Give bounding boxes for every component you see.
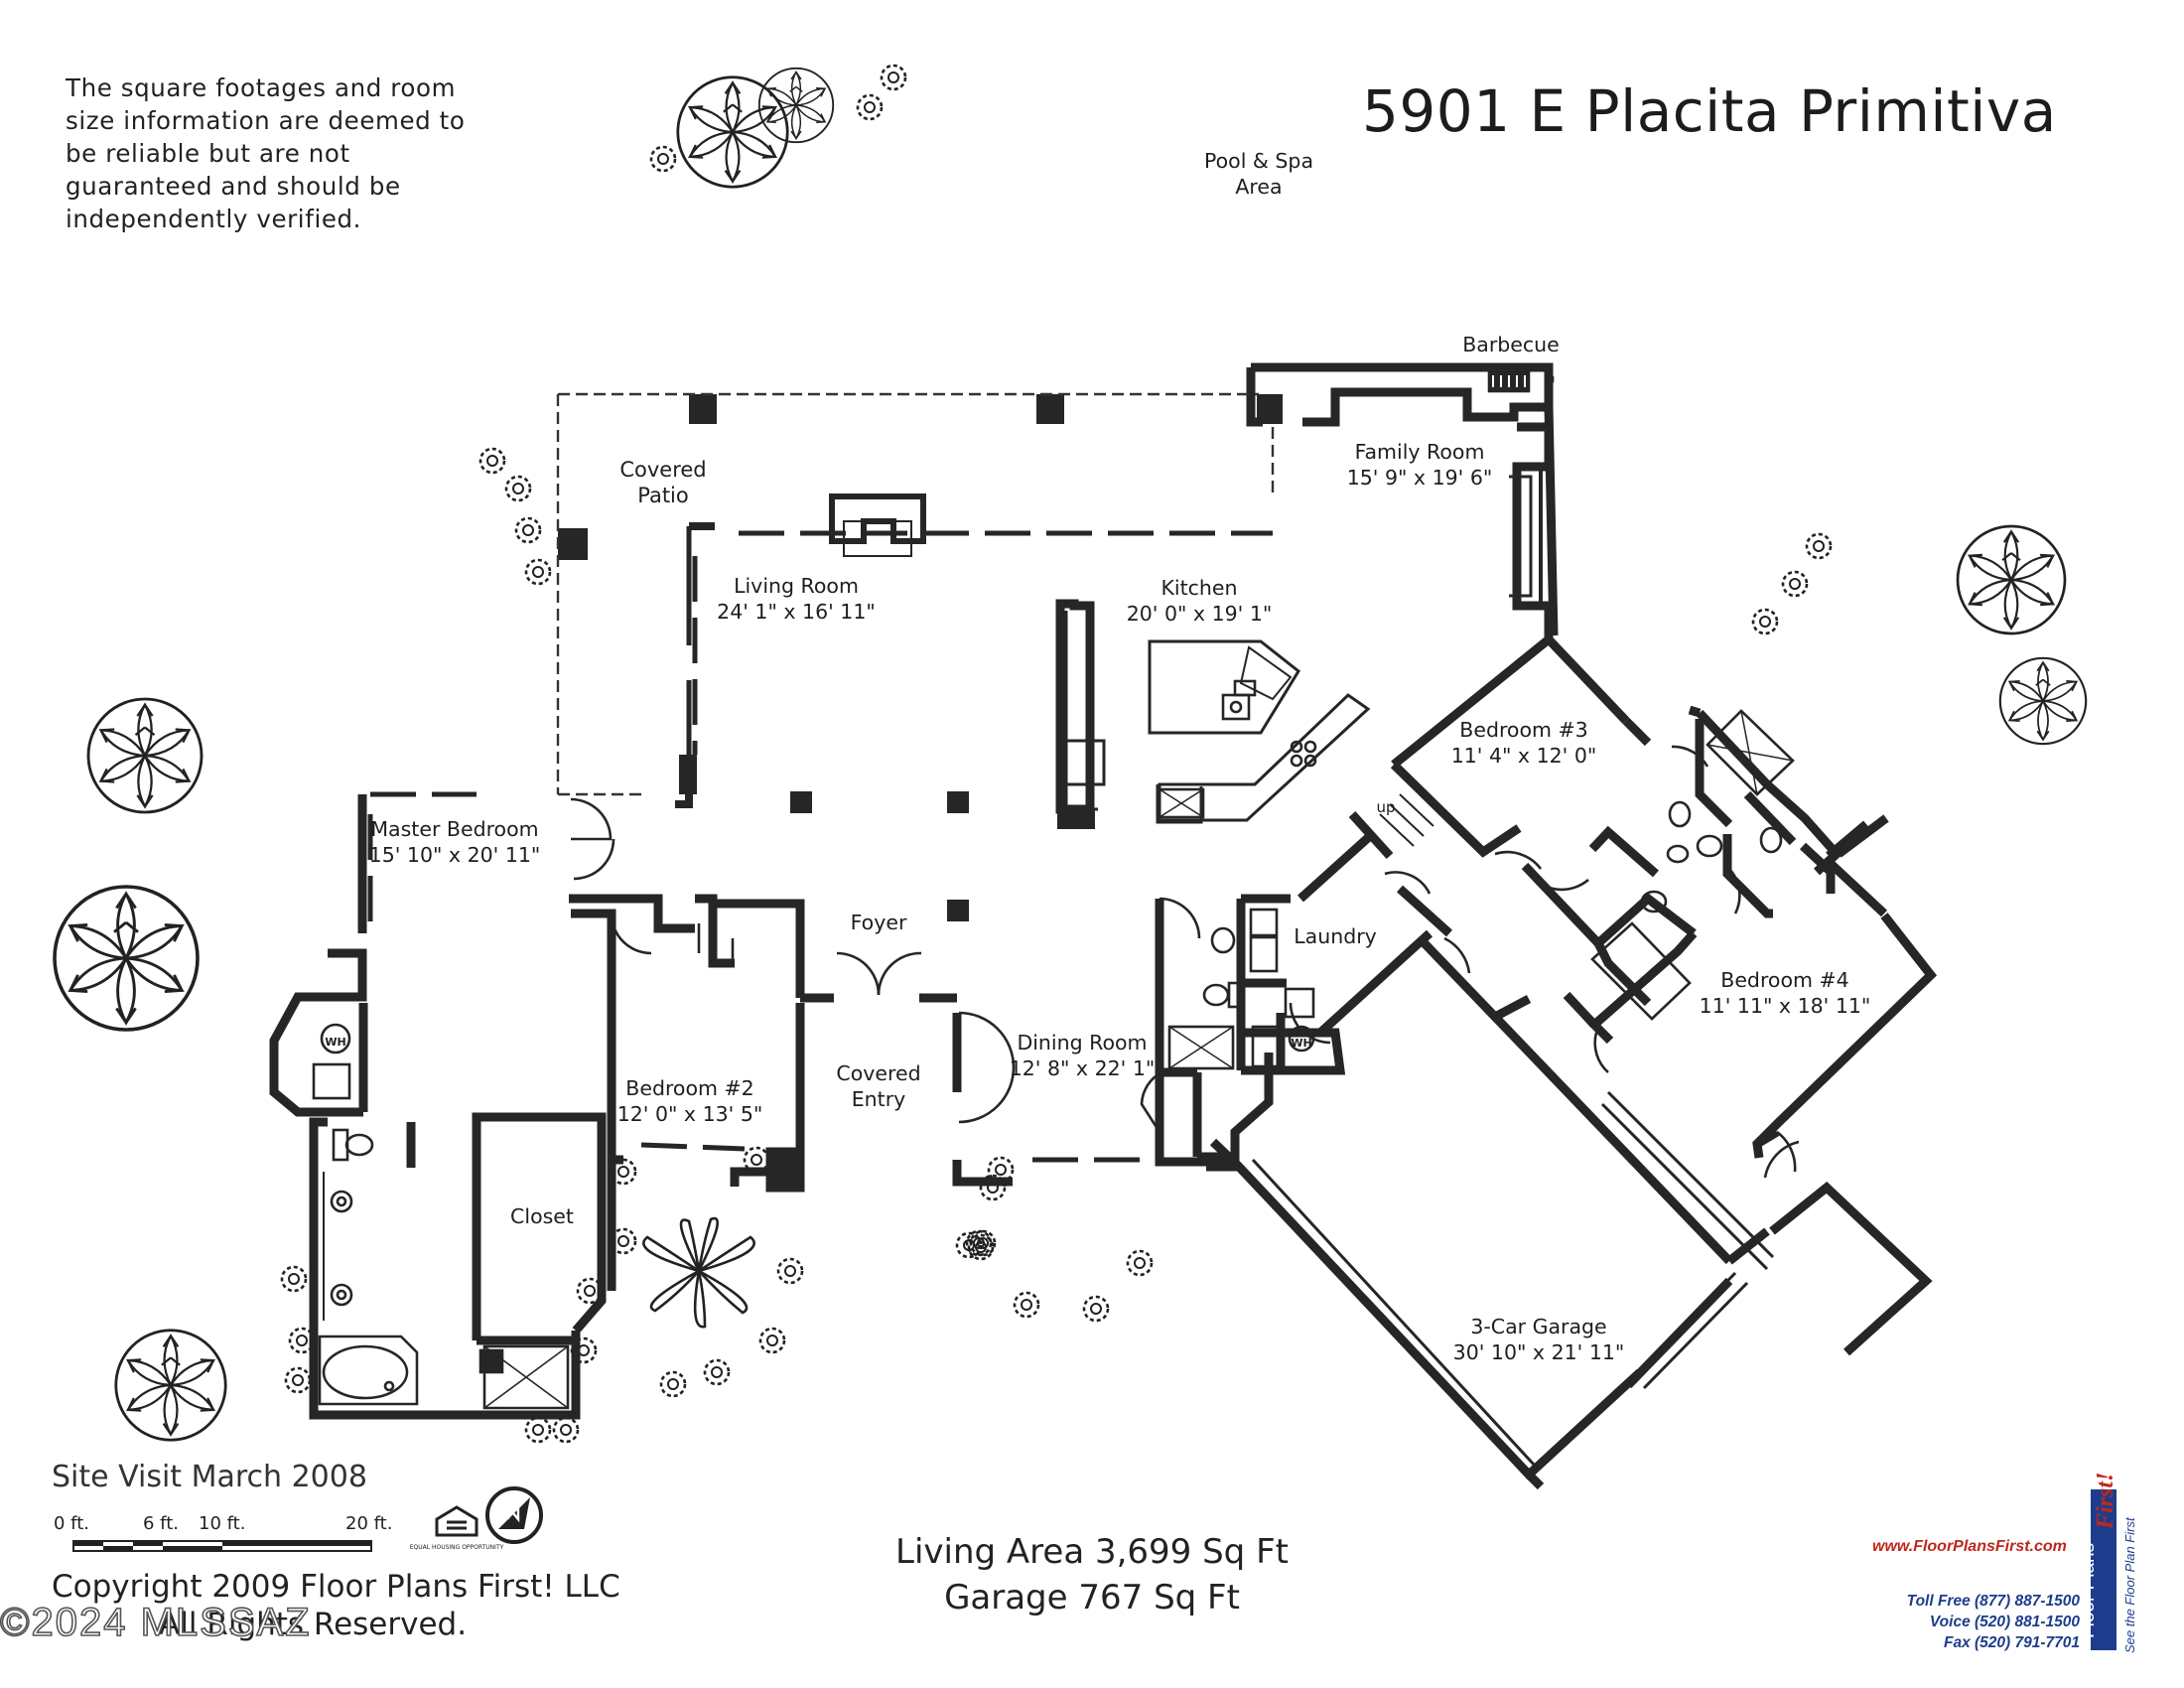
company-voice: Voice (520) 881-1500 bbox=[1929, 1614, 2080, 1630]
copyright-line-1: Copyright 2009 Floor Plans First! LLC bbox=[52, 1569, 620, 1605]
company-fax: Fax (520) 791-7701 bbox=[1943, 1634, 2080, 1651]
room-label-closet: Closet bbox=[510, 1204, 574, 1228]
scale-bar bbox=[72, 1540, 372, 1552]
interior-dash-walls bbox=[367, 530, 1273, 1163]
water-heater-label-2: WH bbox=[1291, 1037, 1312, 1050]
equal-housing-text: EQUAL HOUSING OPPORTUNITY bbox=[410, 1544, 504, 1551]
room-label-up: up bbox=[1376, 798, 1396, 816]
company-url[interactable]: www.FloorPlansFirst.com bbox=[1872, 1538, 2067, 1555]
fixtures bbox=[312, 369, 1795, 1410]
company-logo-name: Floor Plans bbox=[2078, 1542, 2099, 1638]
scale-label-6: 6 ft. bbox=[143, 1513, 179, 1534]
tree-icon bbox=[53, 67, 2088, 1442]
disclaimer-text: The square footages and room size inform… bbox=[66, 73, 466, 233]
company-tagline: See the Floor Plan First bbox=[2122, 1517, 2137, 1653]
room-label-barbecue: Barbecue bbox=[1462, 333, 1560, 356]
company-logo-first: First! bbox=[2093, 1472, 2118, 1529]
company-logo-box bbox=[2091, 1489, 2116, 1650]
door-swings bbox=[570, 745, 1800, 1179]
patio-outline bbox=[556, 392, 1275, 796]
room-label-laundry: Laundry bbox=[1294, 924, 1377, 948]
watermark: ©2024 MLSSAZ bbox=[0, 1600, 312, 1645]
company-toll-free: Toll Free (877) 887-1500 bbox=[1906, 1593, 2080, 1610]
scale-label-20: 20 ft. bbox=[345, 1513, 393, 1534]
walls bbox=[269, 362, 1938, 1490]
site-visit-note: Site Visit March 2008 bbox=[52, 1460, 367, 1494]
water-heater-label-1: WH bbox=[325, 1036, 346, 1049]
copyright-line-2: All Rights Reserved. bbox=[159, 1607, 468, 1642]
palm-icon bbox=[642, 1216, 755, 1329]
scale-label-10: 10 ft. bbox=[199, 1513, 246, 1534]
garage-area: Garage 767 Sq Ft bbox=[944, 1578, 1240, 1618]
room-label-foyer: Foyer bbox=[850, 911, 907, 934]
equal-housing-icon bbox=[435, 1505, 478, 1537]
north-arrow-icon bbox=[485, 1486, 543, 1544]
columns bbox=[558, 394, 1283, 921]
property-address: 5901 E Placita Primitiva bbox=[1362, 77, 2057, 145]
living-area: Living Area 3,699 Sq Ft bbox=[895, 1532, 1289, 1572]
scale-label-0: 0 ft. bbox=[54, 1513, 89, 1534]
